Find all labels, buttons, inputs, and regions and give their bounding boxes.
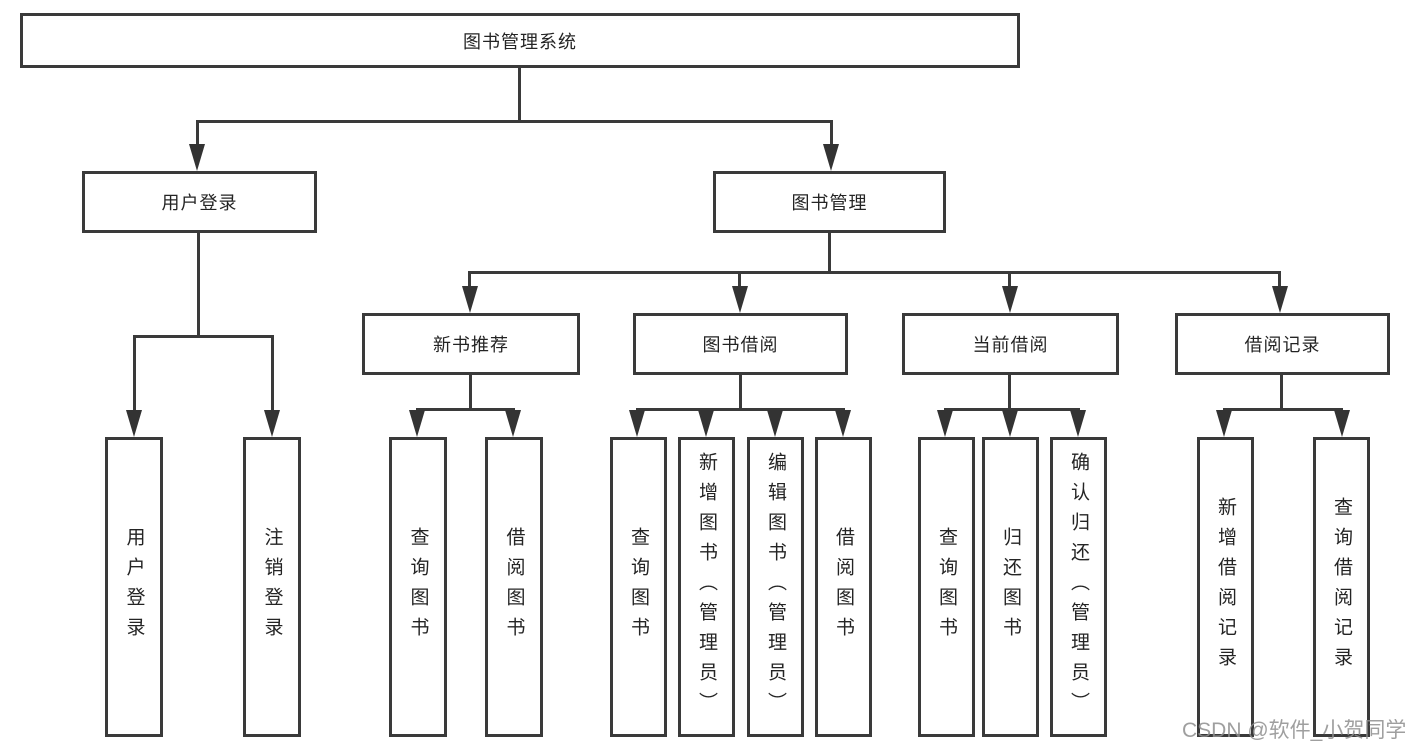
node-user-login-branch: 用户登录 (82, 171, 317, 233)
connector-new-books-stem (469, 375, 472, 408)
arrowhead-user-login-icon (189, 144, 205, 171)
csdn-watermark: CSDN @软件_小贺同学 (1182, 719, 1405, 742)
connector-records-drop (1278, 271, 1281, 288)
connector-book-mgmt-drop (830, 120, 833, 146)
arrowhead-new-books-icon (462, 286, 478, 313)
connector-user-login-leaf-drop (133, 335, 136, 412)
connector-borrowing-bus (636, 408, 845, 411)
connector-root-stem (518, 68, 521, 120)
connector-records-stem (1280, 375, 1283, 408)
connector-user-branch-bus (133, 335, 274, 338)
arrowhead-cb-confirm-icon (1070, 410, 1086, 437)
node-leaf-user-login: 用户登录 (105, 437, 163, 737)
node-book-management-branch: 图书管理 (713, 171, 946, 233)
arrowhead-rec-add-icon (1216, 410, 1232, 437)
arrowhead-bb-borrow-icon (835, 410, 851, 437)
connector-current-drop (1008, 271, 1011, 288)
arrowhead-bb-add-icon (698, 410, 714, 437)
connector-borrowing-drop (738, 271, 741, 288)
node-leaf-bb-edit-books-admin: 编辑图书（管理员） (747, 437, 804, 737)
node-leaf-rec-query-record: 查询借阅记录 (1313, 437, 1370, 737)
connector-logout-leaf-drop (271, 335, 274, 412)
arrowhead-nb-query-icon (409, 410, 425, 437)
node-leaf-nb-borrow-books: 借阅图书 (485, 437, 543, 737)
node-book-borrowing: 图书借阅 (633, 313, 848, 375)
connector-root-bus (196, 120, 833, 123)
node-current-borrowing: 当前借阅 (902, 313, 1119, 375)
arrowhead-nb-borrow-icon (505, 410, 521, 437)
node-leaf-bb-borrow-books: 借阅图书 (815, 437, 872, 737)
node-leaf-nb-query-books: 查询图书 (389, 437, 447, 737)
node-leaf-logout: 注销登录 (243, 437, 301, 737)
node-leaf-bb-query-books: 查询图书 (610, 437, 667, 737)
connector-user-branch-stem (197, 233, 200, 335)
arrowhead-current-icon (1002, 286, 1018, 313)
connector-new-books-bus (416, 408, 515, 411)
arrowhead-borrowing-icon (732, 286, 748, 313)
arrowhead-records-icon (1272, 286, 1288, 313)
connector-user-login-drop (196, 120, 199, 146)
connector-records-bus (1223, 408, 1343, 411)
connector-borrowing-stem (739, 375, 742, 408)
arrowhead-book-mgmt-icon (823, 144, 839, 171)
arrowhead-bb-edit-icon (767, 410, 783, 437)
node-leaf-cb-query-books: 查询图书 (918, 437, 975, 737)
node-leaf-cb-confirm-return-admin: 确认归还（管理员） (1050, 437, 1107, 737)
arrowhead-rec-query-icon (1334, 410, 1350, 437)
node-leaf-bb-add-books-admin: 新增图书（管理员） (678, 437, 735, 737)
connector-book-branch-stem (828, 233, 831, 271)
arrowhead-bb-query-icon (629, 410, 645, 437)
node-library-management-system: 图书管理系统 (20, 13, 1020, 68)
node-leaf-cb-return-books: 归还图书 (982, 437, 1039, 737)
arrowhead-cb-query-icon (937, 410, 953, 437)
node-leaf-rec-add-record: 新增借阅记录 (1197, 437, 1254, 737)
node-new-book-recommend: 新书推荐 (362, 313, 580, 375)
node-borrowing-records: 借阅记录 (1175, 313, 1390, 375)
arrowhead-cb-return-icon (1002, 410, 1018, 437)
connector-current-bus (944, 408, 1080, 411)
connector-new-books-drop (468, 271, 471, 288)
arrowhead-user-login-leaf-icon (126, 410, 142, 437)
connector-book-branch-bus (468, 271, 1281, 274)
connector-current-stem (1008, 375, 1011, 408)
arrowhead-logout-leaf-icon (264, 410, 280, 437)
